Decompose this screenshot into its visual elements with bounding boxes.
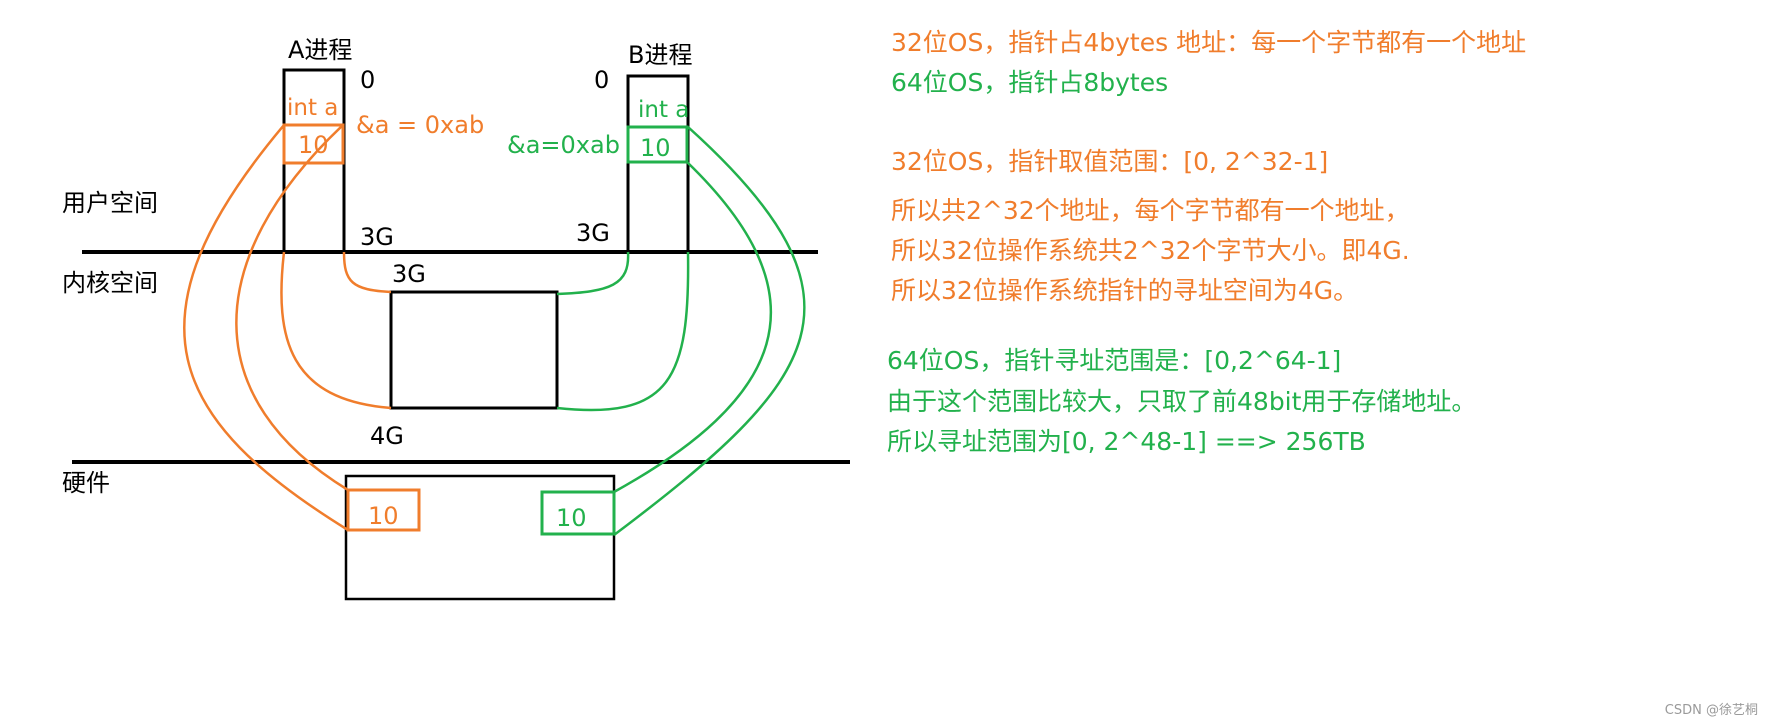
kernel-space-label: 内核空间 [62, 269, 158, 297]
map-b-hw-inner [613, 161, 773, 494]
note-32bit-range: 32位OS，指针取值范围：[0, 2^32-1] [891, 147, 1329, 176]
var-box-a [282, 123, 345, 165]
address-ref-a: &a = 0xab [356, 111, 485, 139]
map-b-kernel-top [556, 251, 630, 296]
note-64bit-range: 64位OS，指针寻址范围是：[0,2^64-1] [887, 346, 1342, 375]
watermark: CSDN @徐艺桐 [1664, 703, 1758, 718]
note-64bit-pointer-size: 64位OS，指针占8bytes [891, 68, 1169, 97]
kernel-4g-label: 4G [370, 422, 404, 450]
boundary-3g-b: 3G [576, 219, 610, 247]
kernel-box [389, 290, 559, 410]
kernel-3g-label: 3G [392, 260, 426, 288]
note-32bit-pointer-size: 32位OS，指针占4bytes 地址：每一个字节都有一个地址 [891, 28, 1527, 57]
addr-zero-a: 0 [360, 66, 376, 94]
int-a-label-b: int a [638, 97, 690, 123]
map-b-kernel-bottom [556, 251, 690, 412]
int-a-label-a: int a [287, 95, 339, 121]
hw-value-a: 10 [368, 502, 399, 530]
hardware-box [344, 474, 616, 601]
var-box-b [626, 125, 689, 164]
note-64bit-48bit: 由于这个范围比较大，只取了前48bit用于存储地址。 [887, 387, 1477, 416]
note-64bit-256tb: 所以寻址范围为[0, 2^48-1] ==> 256TB [887, 427, 1366, 456]
process-a-title: A进程 [288, 36, 353, 64]
note-32bit-address-space: 所以32位操作系统指针的寻址空间为4G。 [891, 276, 1359, 305]
boundary-3g-a: 3G [360, 223, 394, 251]
addr-zero-b: 0 [594, 66, 610, 94]
map-a-kernel-bottom [280, 251, 392, 410]
hw-box-b [540, 490, 616, 536]
note-32bit-addresses: 所以共2^32个地址，每个字节都有一个地址， [891, 196, 1410, 225]
hw-box-a [346, 488, 421, 532]
var-value-b: 10 [640, 134, 671, 162]
map-a-hw-outer [182, 124, 349, 532]
address-ref-b: &a=0xab [507, 131, 620, 159]
hw-value-b: 10 [556, 504, 587, 532]
map-b-hw-outer [613, 126, 806, 536]
process-b-title: B进程 [628, 41, 693, 69]
note-32bit-bytes: 所以32位操作系统共2^32个字节大小。即4G. [891, 236, 1410, 265]
map-a-hw-inner [235, 124, 349, 492]
hardware-label: 硬件 [62, 469, 110, 497]
var-value-a: 10 [298, 131, 329, 159]
user-space-label: 用户空间 [62, 189, 158, 217]
map-a-kernel-top [342, 251, 392, 294]
